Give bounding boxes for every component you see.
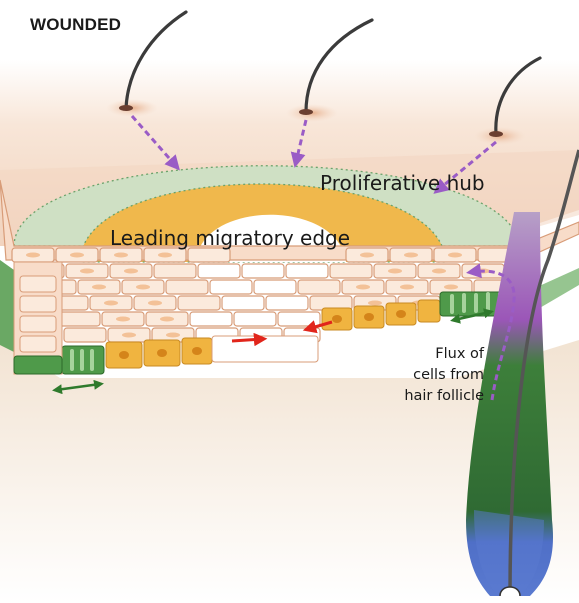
figure-title: WOUNDED <box>30 15 121 35</box>
flux-label: Flux of cells from hair follicle <box>380 344 484 407</box>
leading-migratory-edge-label: Leading migratory edge <box>110 226 350 250</box>
flux-label-line: Flux of <box>380 344 484 365</box>
proliferative-hub-label: Proliferative hub <box>320 171 485 195</box>
flux-label-line: hair follicle <box>380 386 484 407</box>
flux-label-line: cells from <box>380 365 484 386</box>
